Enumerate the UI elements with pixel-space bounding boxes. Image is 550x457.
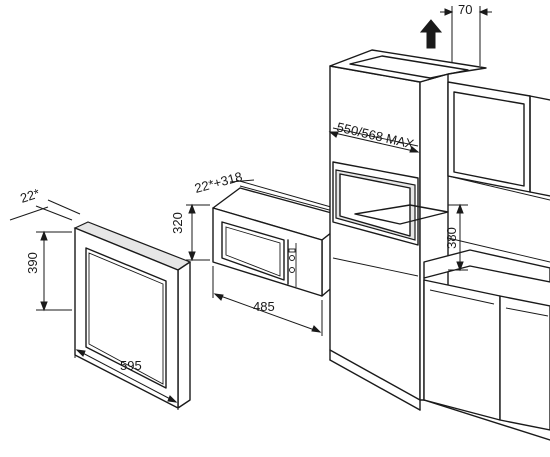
oven-height-dimension: 320 xyxy=(170,203,210,262)
frame-depth-dimension: 22* xyxy=(9,186,81,221)
vent-clearance-label: 70 xyxy=(458,2,472,17)
up-arrow-icon xyxy=(419,19,443,49)
vent-clearance-dimension: 70 xyxy=(440,2,492,66)
kitchen-cabinet xyxy=(329,49,550,441)
oven-width-label: 485 xyxy=(253,299,275,314)
frame-height-label: 390 xyxy=(25,252,40,274)
oven-width-dimension: 485 xyxy=(212,266,323,336)
niche-height-label: 380 xyxy=(444,227,459,249)
frame-width-dimension: 595 xyxy=(74,340,179,410)
frame-height-dimension: 390 xyxy=(25,230,72,312)
niche-height-dimension: 380 xyxy=(444,203,468,272)
oven-height-label: 320 xyxy=(170,212,185,234)
frame-width-label: 595 xyxy=(120,358,142,373)
trim-frame xyxy=(73,221,192,409)
frame-depth-label: 22* xyxy=(18,186,41,206)
